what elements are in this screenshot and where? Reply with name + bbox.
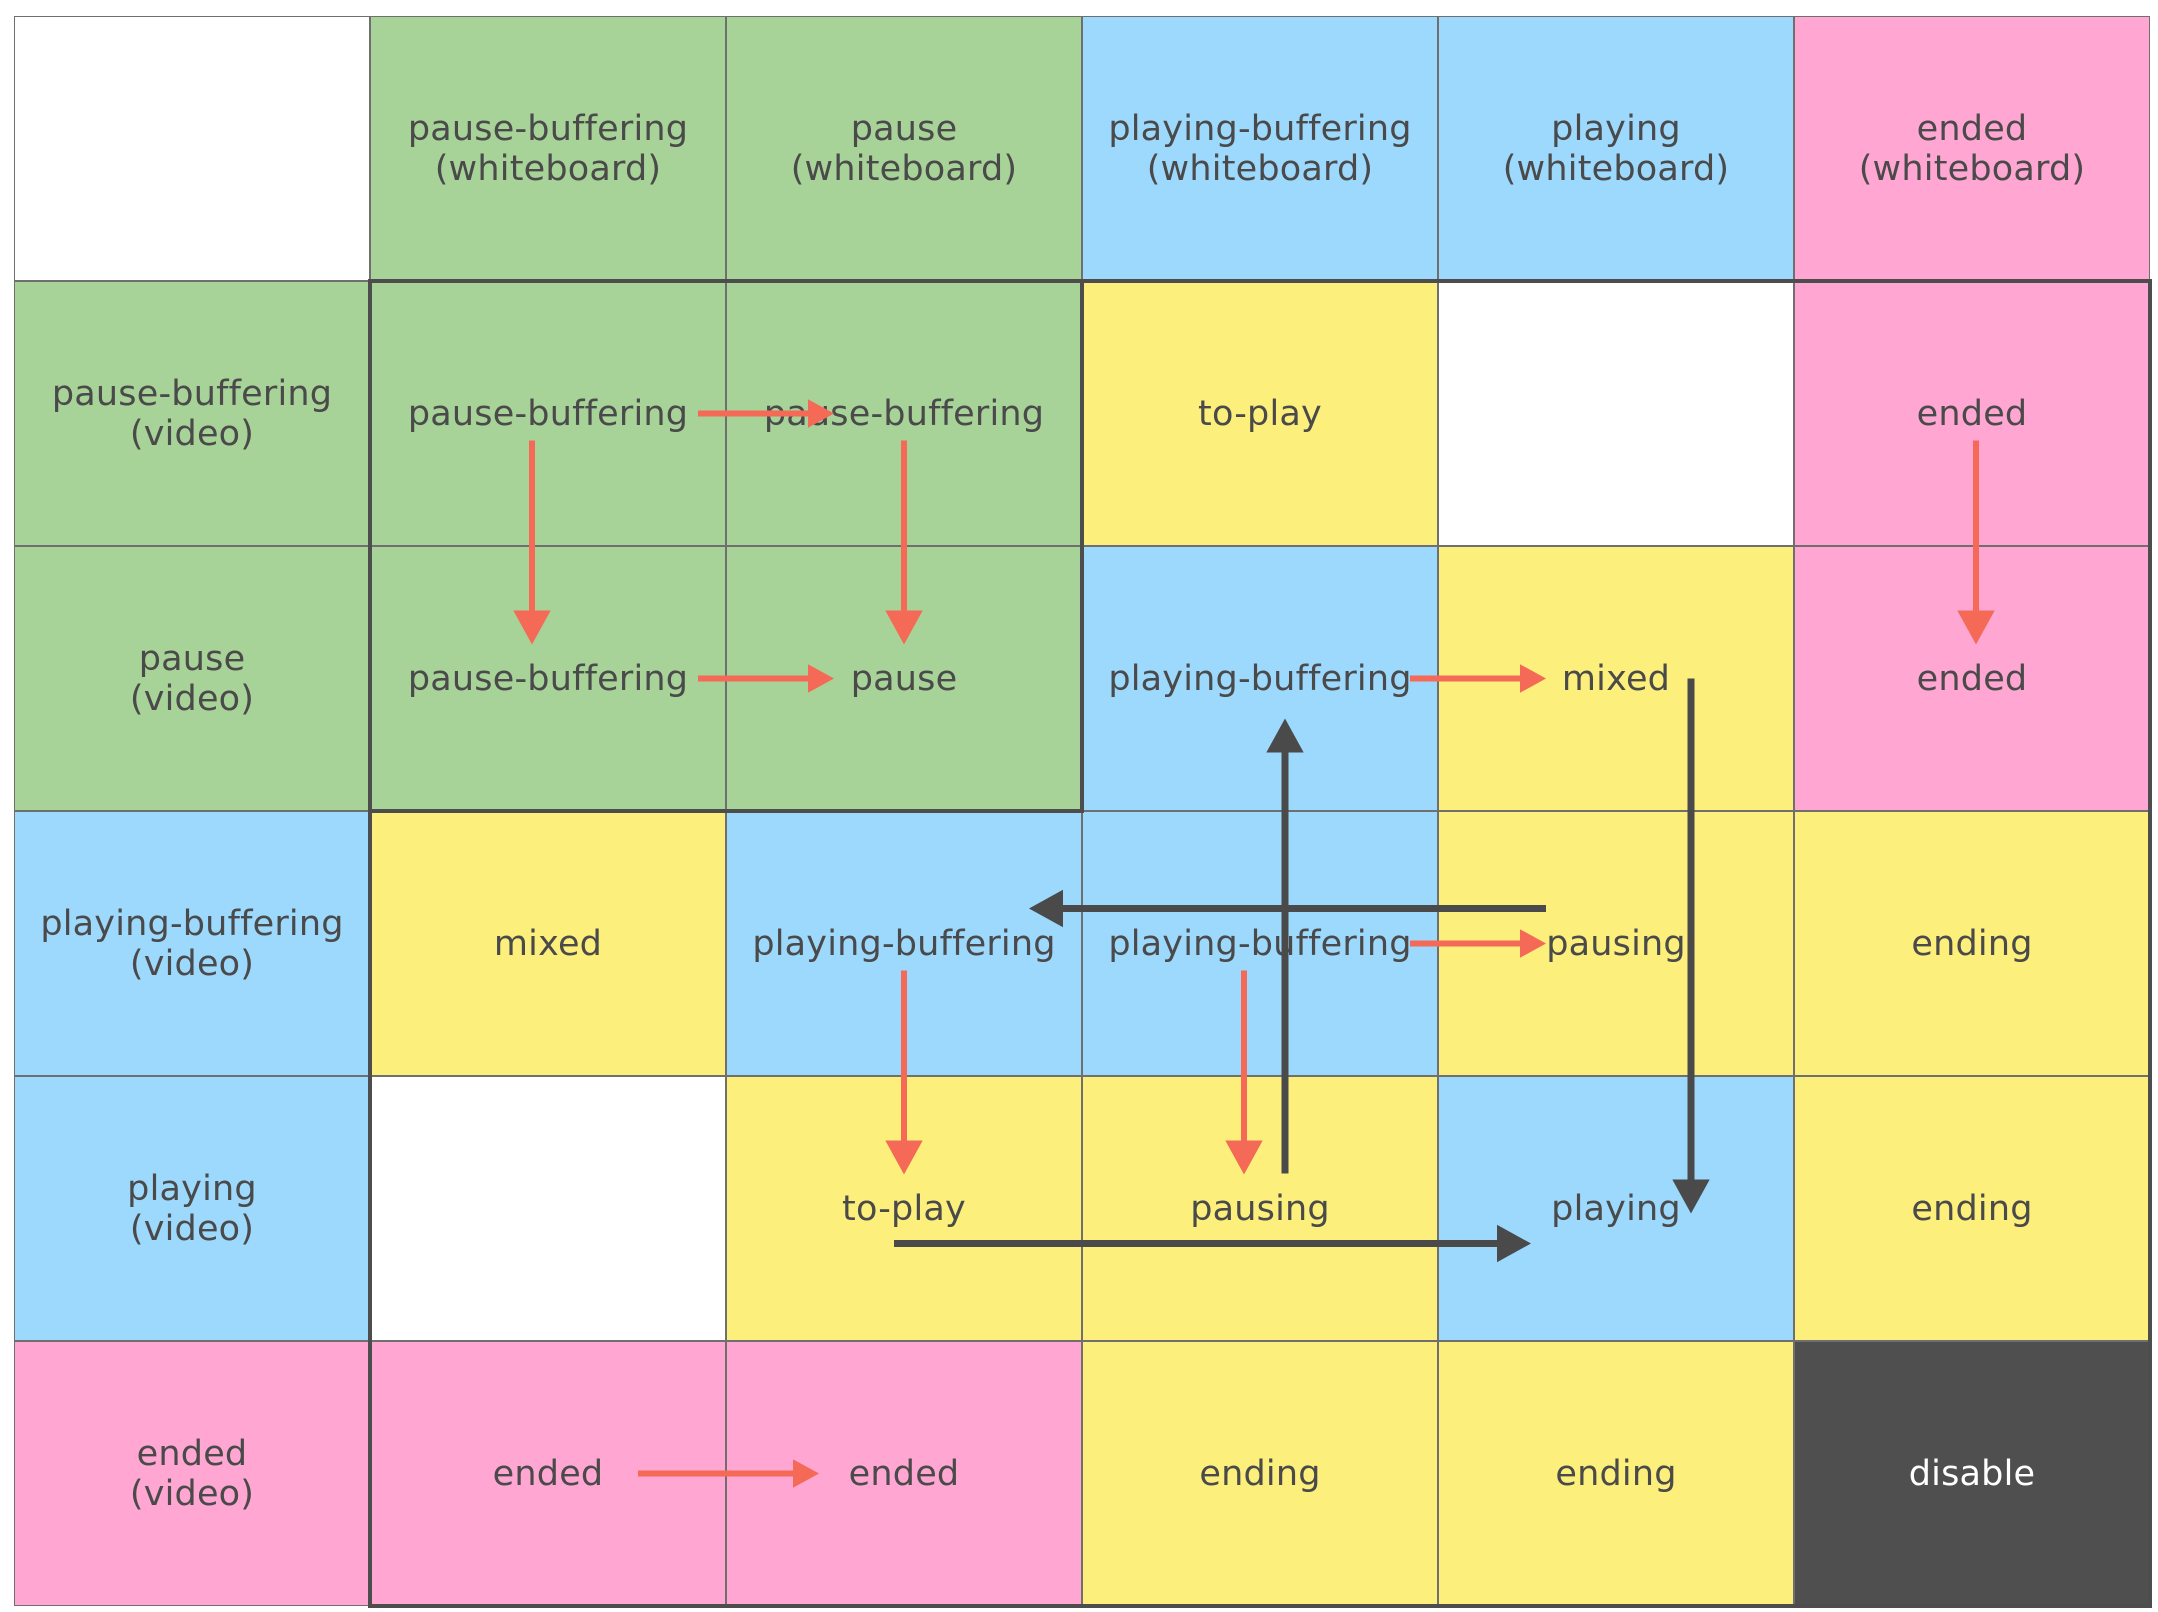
state-cell-playing-buffering: playing-buffering — [1082, 546, 1438, 811]
cell-label: pause — [138, 638, 246, 679]
state-cell-playing-buffering: playing-buffering — [1082, 811, 1438, 1076]
state-cell-ended: ended — [1794, 546, 2150, 811]
cell-label: (whiteboard) — [1146, 148, 1374, 189]
state-cell-pause-buffering: pause-buffering — [726, 281, 1082, 546]
cell-label: pausing — [1190, 1188, 1330, 1229]
cell-label: playing — [127, 1168, 257, 1209]
row-header-pause-buffering-video: pause-buffering(video) — [14, 281, 370, 546]
state-cell-playing: playing — [1438, 1076, 1794, 1341]
row-header-pause-video: pause(video) — [14, 546, 370, 811]
cell-label: ended — [136, 1433, 248, 1474]
column-header-pause-whiteboard: pause(whiteboard) — [726, 16, 1082, 281]
column-header-playing-whiteboard: playing(whiteboard) — [1438, 16, 1794, 281]
cell-label: ending — [1911, 1188, 2033, 1229]
row-header-playing-buffering-video: playing-buffering(video) — [14, 811, 370, 1076]
cell-label: ended — [848, 1453, 960, 1494]
cell-label: mixed — [493, 923, 603, 964]
state-cell-ending: ending — [1438, 1341, 1794, 1606]
cell-label: mixed — [1561, 658, 1671, 699]
cell-label: ended — [1916, 658, 2028, 699]
cell-label: ending — [1199, 1453, 1321, 1494]
cell-label: (whiteboard) — [1502, 148, 1730, 189]
cell-label: playing-buffering — [40, 903, 344, 944]
cell-label: (video) — [129, 678, 255, 719]
cell-label: to-play — [1198, 393, 1322, 434]
state-cell-mixed: mixed — [1438, 546, 1794, 811]
state-cell-pause-buffering: pause-buffering — [370, 546, 726, 811]
column-header-ended-whiteboard: ended(whiteboard) — [1794, 16, 2150, 281]
cell-label: pause-buffering — [407, 108, 689, 149]
state-cell-ended: ended — [726, 1341, 1082, 1606]
cell-label: playing-buffering — [1108, 923, 1412, 964]
cell-label: (whiteboard) — [434, 148, 662, 189]
cell-label: (video) — [129, 943, 255, 984]
cell-label: ended — [1916, 393, 2028, 434]
state-cell-pause-buffering: pause-buffering — [370, 281, 726, 546]
cell-label: ended — [492, 1453, 604, 1494]
cell-label: playing — [1551, 108, 1681, 149]
cell-label: pause-buffering — [407, 393, 689, 434]
state-cell-ending: ending — [1082, 1341, 1438, 1606]
cell-label: to-play — [842, 1188, 966, 1229]
column-header-pause-buffering-whiteboard: pause-buffering(whiteboard) — [370, 16, 726, 281]
cell-label: pausing — [1546, 923, 1686, 964]
cell-label: playing-buffering — [1108, 108, 1412, 149]
state-cell-to-play: to-play — [1082, 281, 1438, 546]
state-cell-empty — [370, 1076, 726, 1341]
state-cell-pause: pause — [726, 546, 1082, 811]
corner-cell — [14, 16, 370, 281]
row-header-playing-video: playing(video) — [14, 1076, 370, 1341]
cell-label: ending — [1911, 923, 2033, 964]
state-cell-playing-buffering: playing-buffering — [726, 811, 1082, 1076]
cell-label: (whiteboard) — [1858, 148, 2086, 189]
state-cell-disable: disable — [1794, 1341, 2150, 1606]
state-cell-ending: ending — [1794, 811, 2150, 1076]
state-cell-pausing: pausing — [1082, 1076, 1438, 1341]
cell-label: (video) — [129, 1473, 255, 1514]
cell-label: (whiteboard) — [790, 148, 1018, 189]
state-cell-empty — [1438, 281, 1794, 546]
row-header-ended-video: ended(video) — [14, 1341, 370, 1606]
cell-label: pause-buffering — [407, 658, 689, 699]
cell-label: (video) — [129, 1208, 255, 1249]
cell-label: disable — [1908, 1453, 2036, 1494]
cell-label: ended — [1916, 108, 2028, 149]
cell-label: playing — [1551, 1188, 1681, 1229]
cell-label: pause — [850, 108, 958, 149]
column-header-playing-buffering-whiteboard: playing-buffering(whiteboard) — [1082, 16, 1438, 281]
cell-label: pause-buffering — [51, 373, 333, 414]
state-cell-ending: ending — [1794, 1076, 2150, 1341]
cell-label: pause — [850, 658, 958, 699]
cell-label: pause-buffering — [763, 393, 1045, 434]
state-cell-mixed: mixed — [370, 811, 726, 1076]
state-cell-ended: ended — [1794, 281, 2150, 546]
cell-label: (video) — [129, 413, 255, 454]
cell-label: ending — [1555, 1453, 1677, 1494]
state-cell-pausing: pausing — [1438, 811, 1794, 1076]
cell-label: playing-buffering — [752, 923, 1056, 964]
cell-label: playing-buffering — [1108, 658, 1412, 699]
state-cell-ended: ended — [370, 1341, 726, 1606]
state-cell-to-play: to-play — [726, 1076, 1082, 1341]
